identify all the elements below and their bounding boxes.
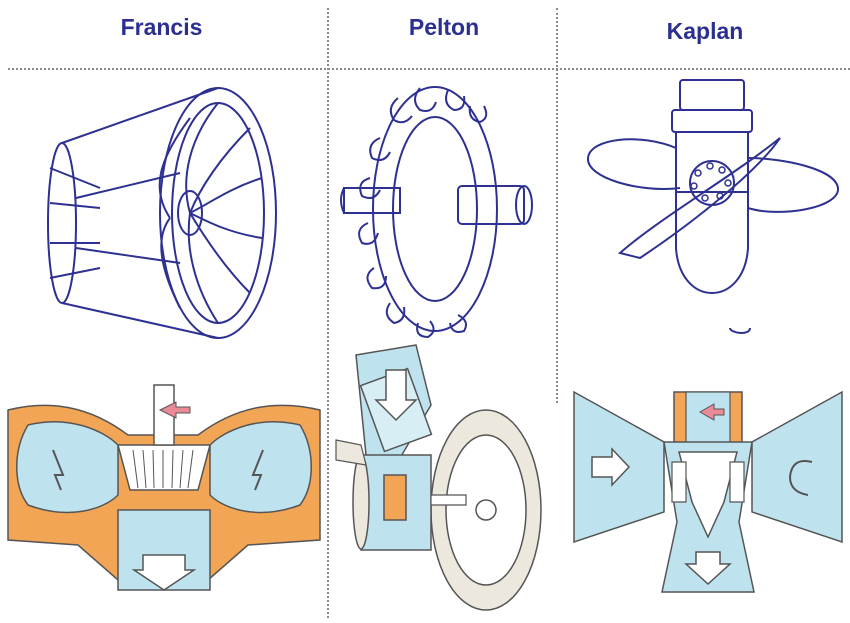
column-divider-left: [327, 8, 329, 618]
column-divider-right: [556, 8, 558, 403]
column-title-kaplan: Kaplan: [560, 18, 850, 45]
column-title-pelton: Pelton: [330, 14, 558, 41]
header-divider: [8, 68, 850, 70]
column-title-francis: Francis: [0, 14, 323, 41]
kaplan-runner-illustration: [580, 78, 840, 340]
francis-cross-section: [8, 380, 320, 590]
kaplan-cross-section: [574, 392, 842, 592]
pelton-wheel-illustration: [340, 78, 540, 340]
pelton-cross-section: [336, 345, 552, 613]
francis-runner-illustration: [40, 78, 290, 338]
